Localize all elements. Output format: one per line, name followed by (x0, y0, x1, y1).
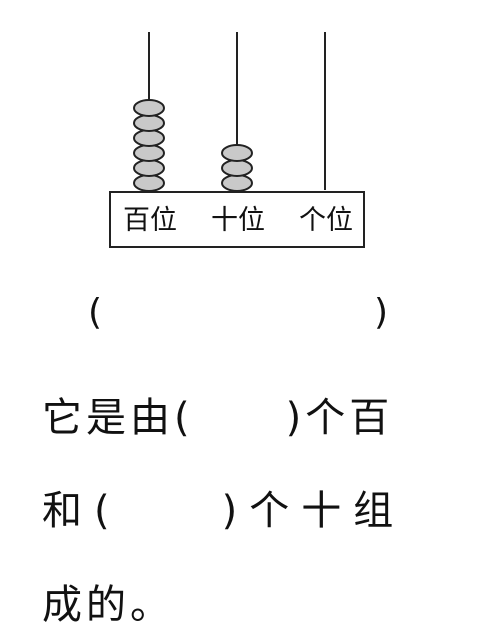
label-hundreds-place: 百位 (123, 205, 177, 236)
bead-hundreds (133, 129, 165, 147)
answer-open-paren: ( (88, 292, 103, 333)
question-line-2-start: 和( (42, 488, 122, 534)
beads-hundreds (133, 99, 165, 192)
question-line-2: 和( )个十组 (42, 478, 462, 536)
question-line-1-start: 它是由( (42, 395, 194, 441)
answer-close-paren: ) (374, 292, 389, 333)
label-tens-place: 十位 (211, 205, 265, 236)
bead-tens (221, 144, 253, 162)
question-line-2-end: )个十组 (221, 488, 406, 534)
bead-hundreds (133, 144, 165, 162)
question-line-3: 成的。 (42, 582, 174, 628)
bead-tens (221, 174, 253, 192)
question-line-1: 它是由( )个百 (42, 385, 462, 443)
label-ones-place: 个位 (299, 205, 353, 236)
bead-hundreds (133, 99, 165, 117)
answer-blank[interactable] (120, 292, 360, 332)
bead-tens (221, 159, 253, 177)
question-line-1-end: )个百 (285, 395, 394, 441)
bead-hundreds (133, 114, 165, 132)
abacus-diagram (109, 32, 365, 248)
beads-tens (221, 144, 253, 192)
bead-hundreds (133, 159, 165, 177)
abacus-base (109, 191, 365, 248)
bead-hundreds (133, 174, 165, 192)
